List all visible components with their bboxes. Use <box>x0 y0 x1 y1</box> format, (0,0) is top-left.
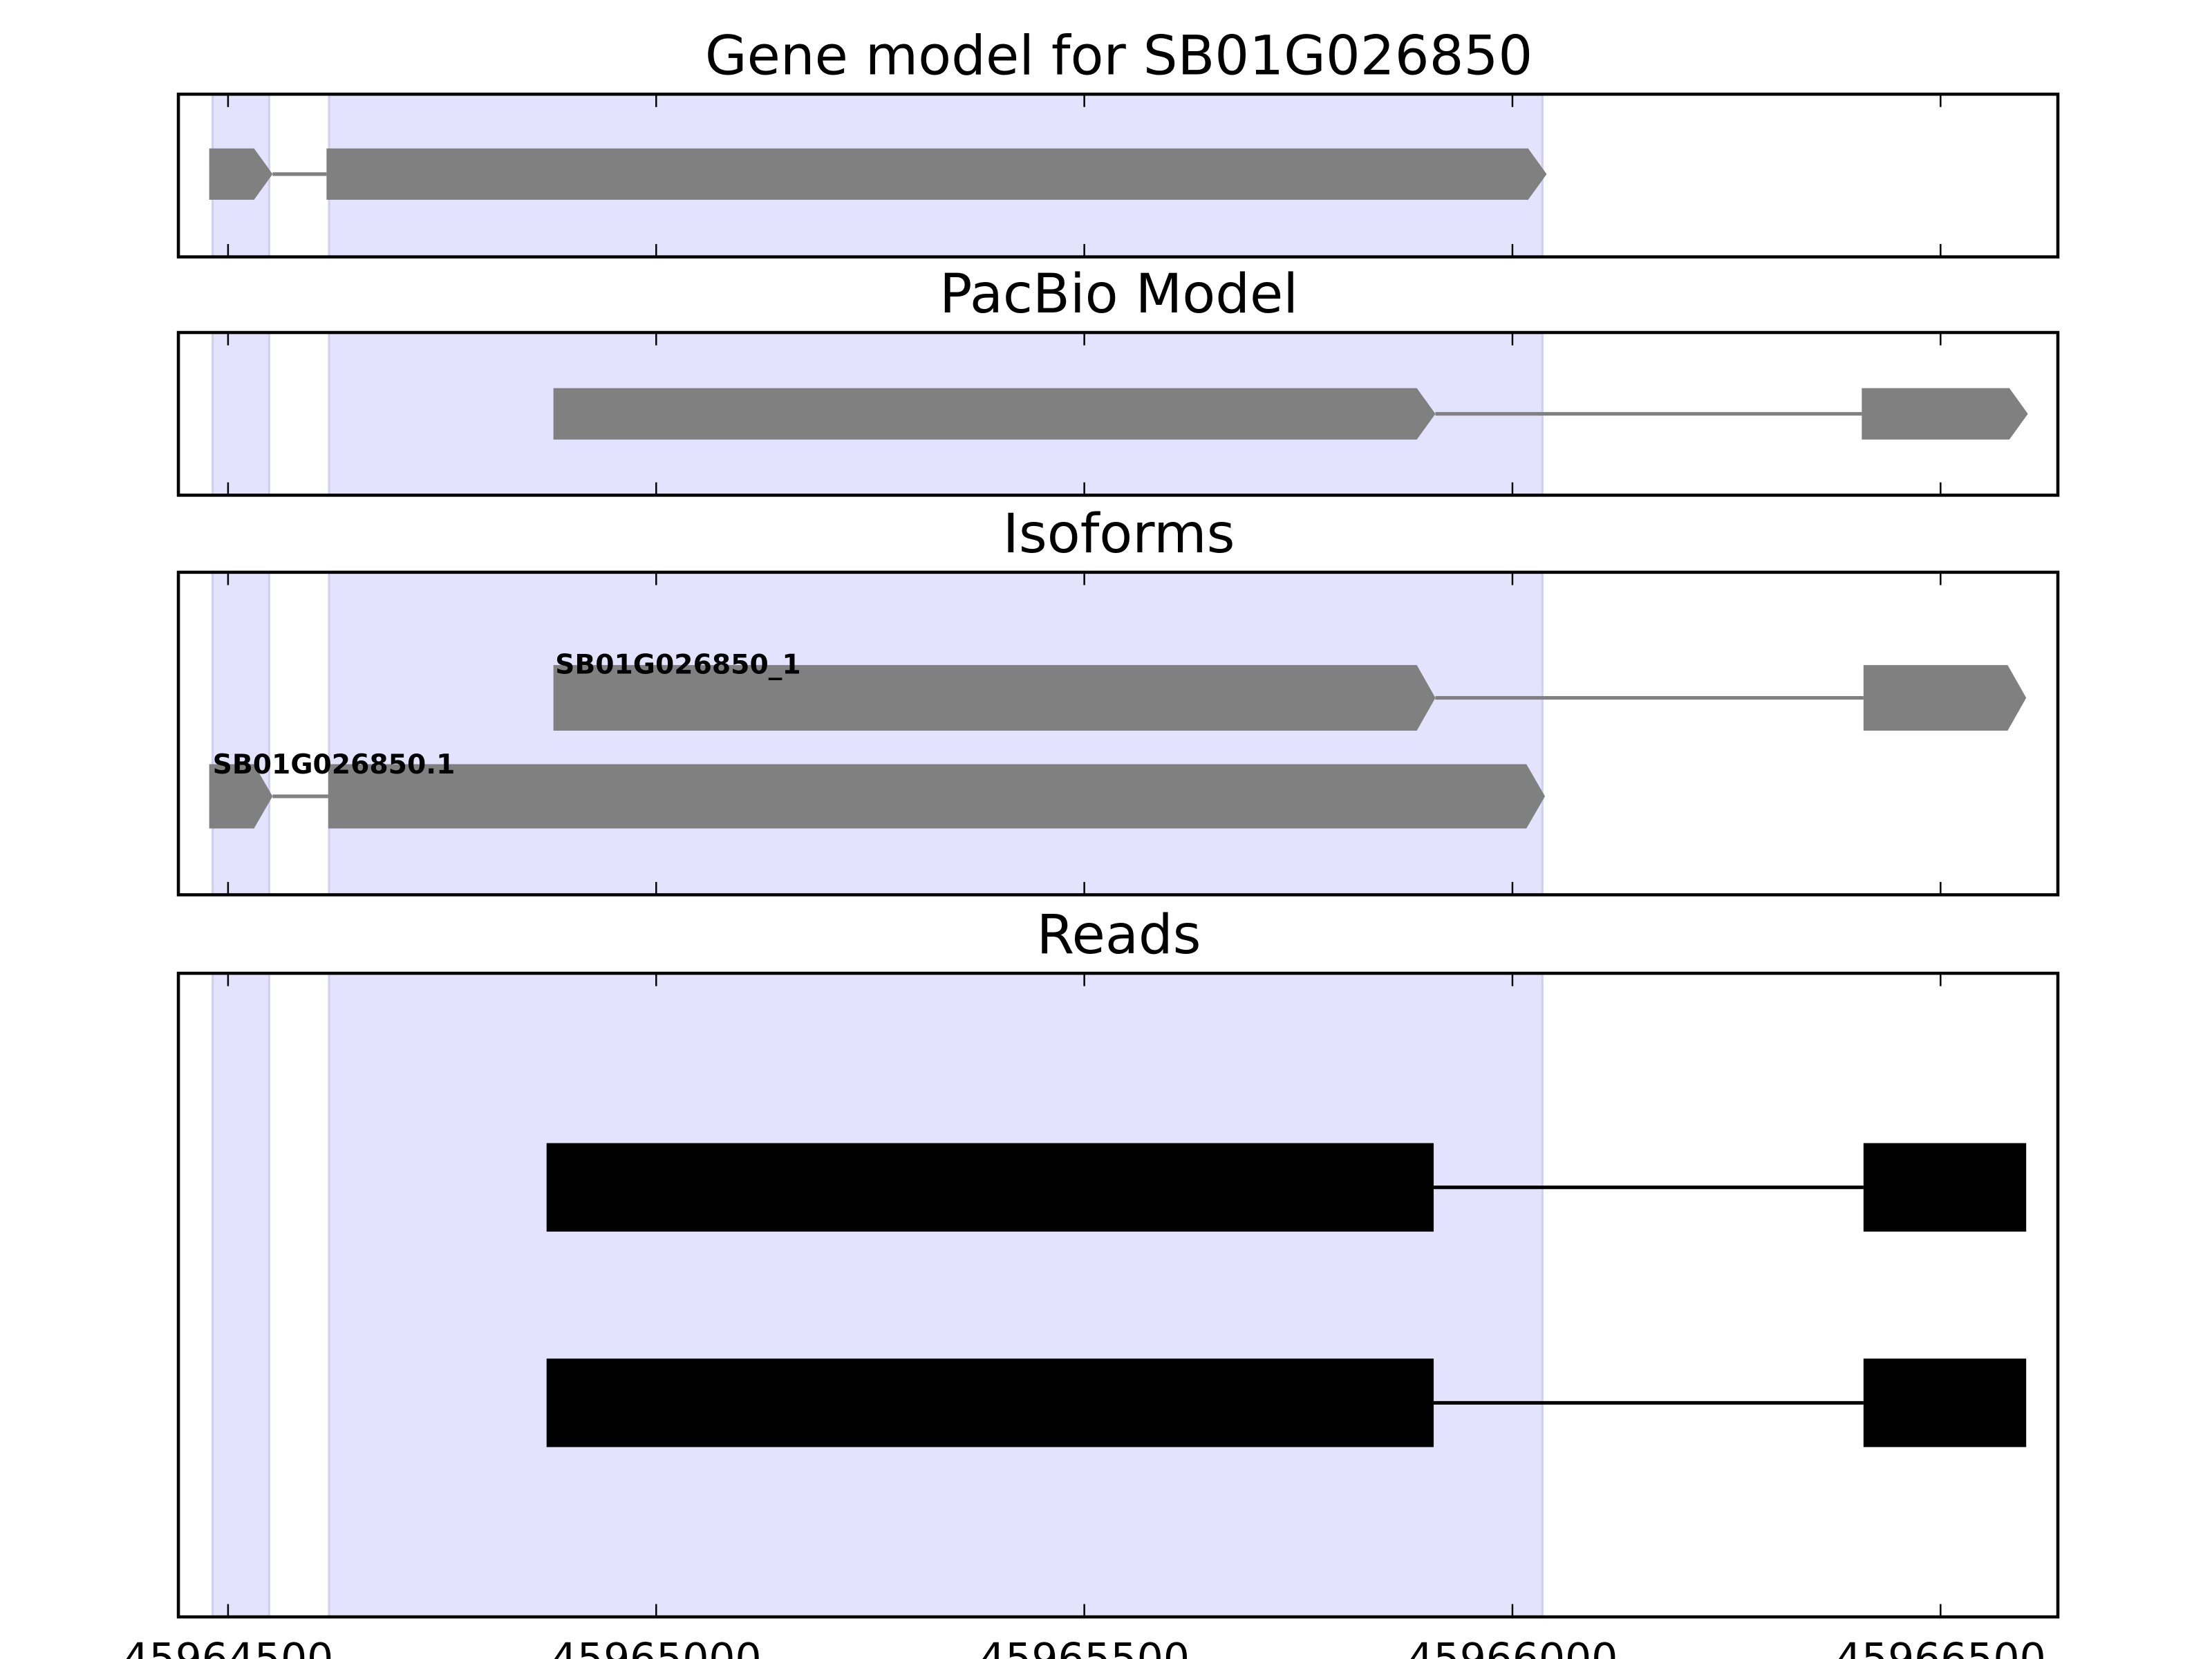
x-tick-label: 45965000 <box>551 1635 762 1659</box>
panel-title-gene-model: Gene model for SB01G026850 <box>705 24 1533 87</box>
panel-frame <box>176 330 2060 497</box>
panel-title-reads: Reads <box>1037 903 1201 966</box>
exon-arrow <box>209 764 273 829</box>
x-tick-label: 45965500 <box>979 1635 1190 1659</box>
panel-title-isoforms: Isoforms <box>1003 502 1235 565</box>
exon-arrow <box>553 665 1436 731</box>
x-tick-label: 45964500 <box>123 1635 334 1659</box>
read-exon <box>546 1143 1434 1232</box>
exon-arrow <box>553 388 1436 440</box>
exon-arrow <box>209 148 273 200</box>
isoform-label-1: SB01G026850_1 <box>555 649 801 680</box>
x-tick-label: 45966000 <box>1407 1635 1618 1659</box>
panel-frame <box>176 971 2060 1619</box>
highlight-region <box>328 571 1544 896</box>
exon-arrow <box>328 764 1546 829</box>
panel-frame <box>176 570 2060 897</box>
x-tick-label: 45966500 <box>1835 1635 2046 1659</box>
exon-arrow <box>1863 665 2027 731</box>
read-exon <box>1863 1143 2027 1232</box>
highlight-region <box>212 331 270 496</box>
panel-title-pacbio: PacBio Model <box>939 262 1298 326</box>
panel-frame <box>176 92 2060 259</box>
read-exon <box>1863 1358 2027 1447</box>
exon-arrow <box>326 148 1547 200</box>
highlight-region <box>212 571 270 896</box>
read-exon <box>546 1358 1434 1447</box>
highlight-region <box>212 972 270 1618</box>
highlight-region <box>328 972 1544 1618</box>
exon-arrow <box>1862 388 2028 440</box>
isoform-label-2: SB01G026850.1 <box>213 749 456 780</box>
